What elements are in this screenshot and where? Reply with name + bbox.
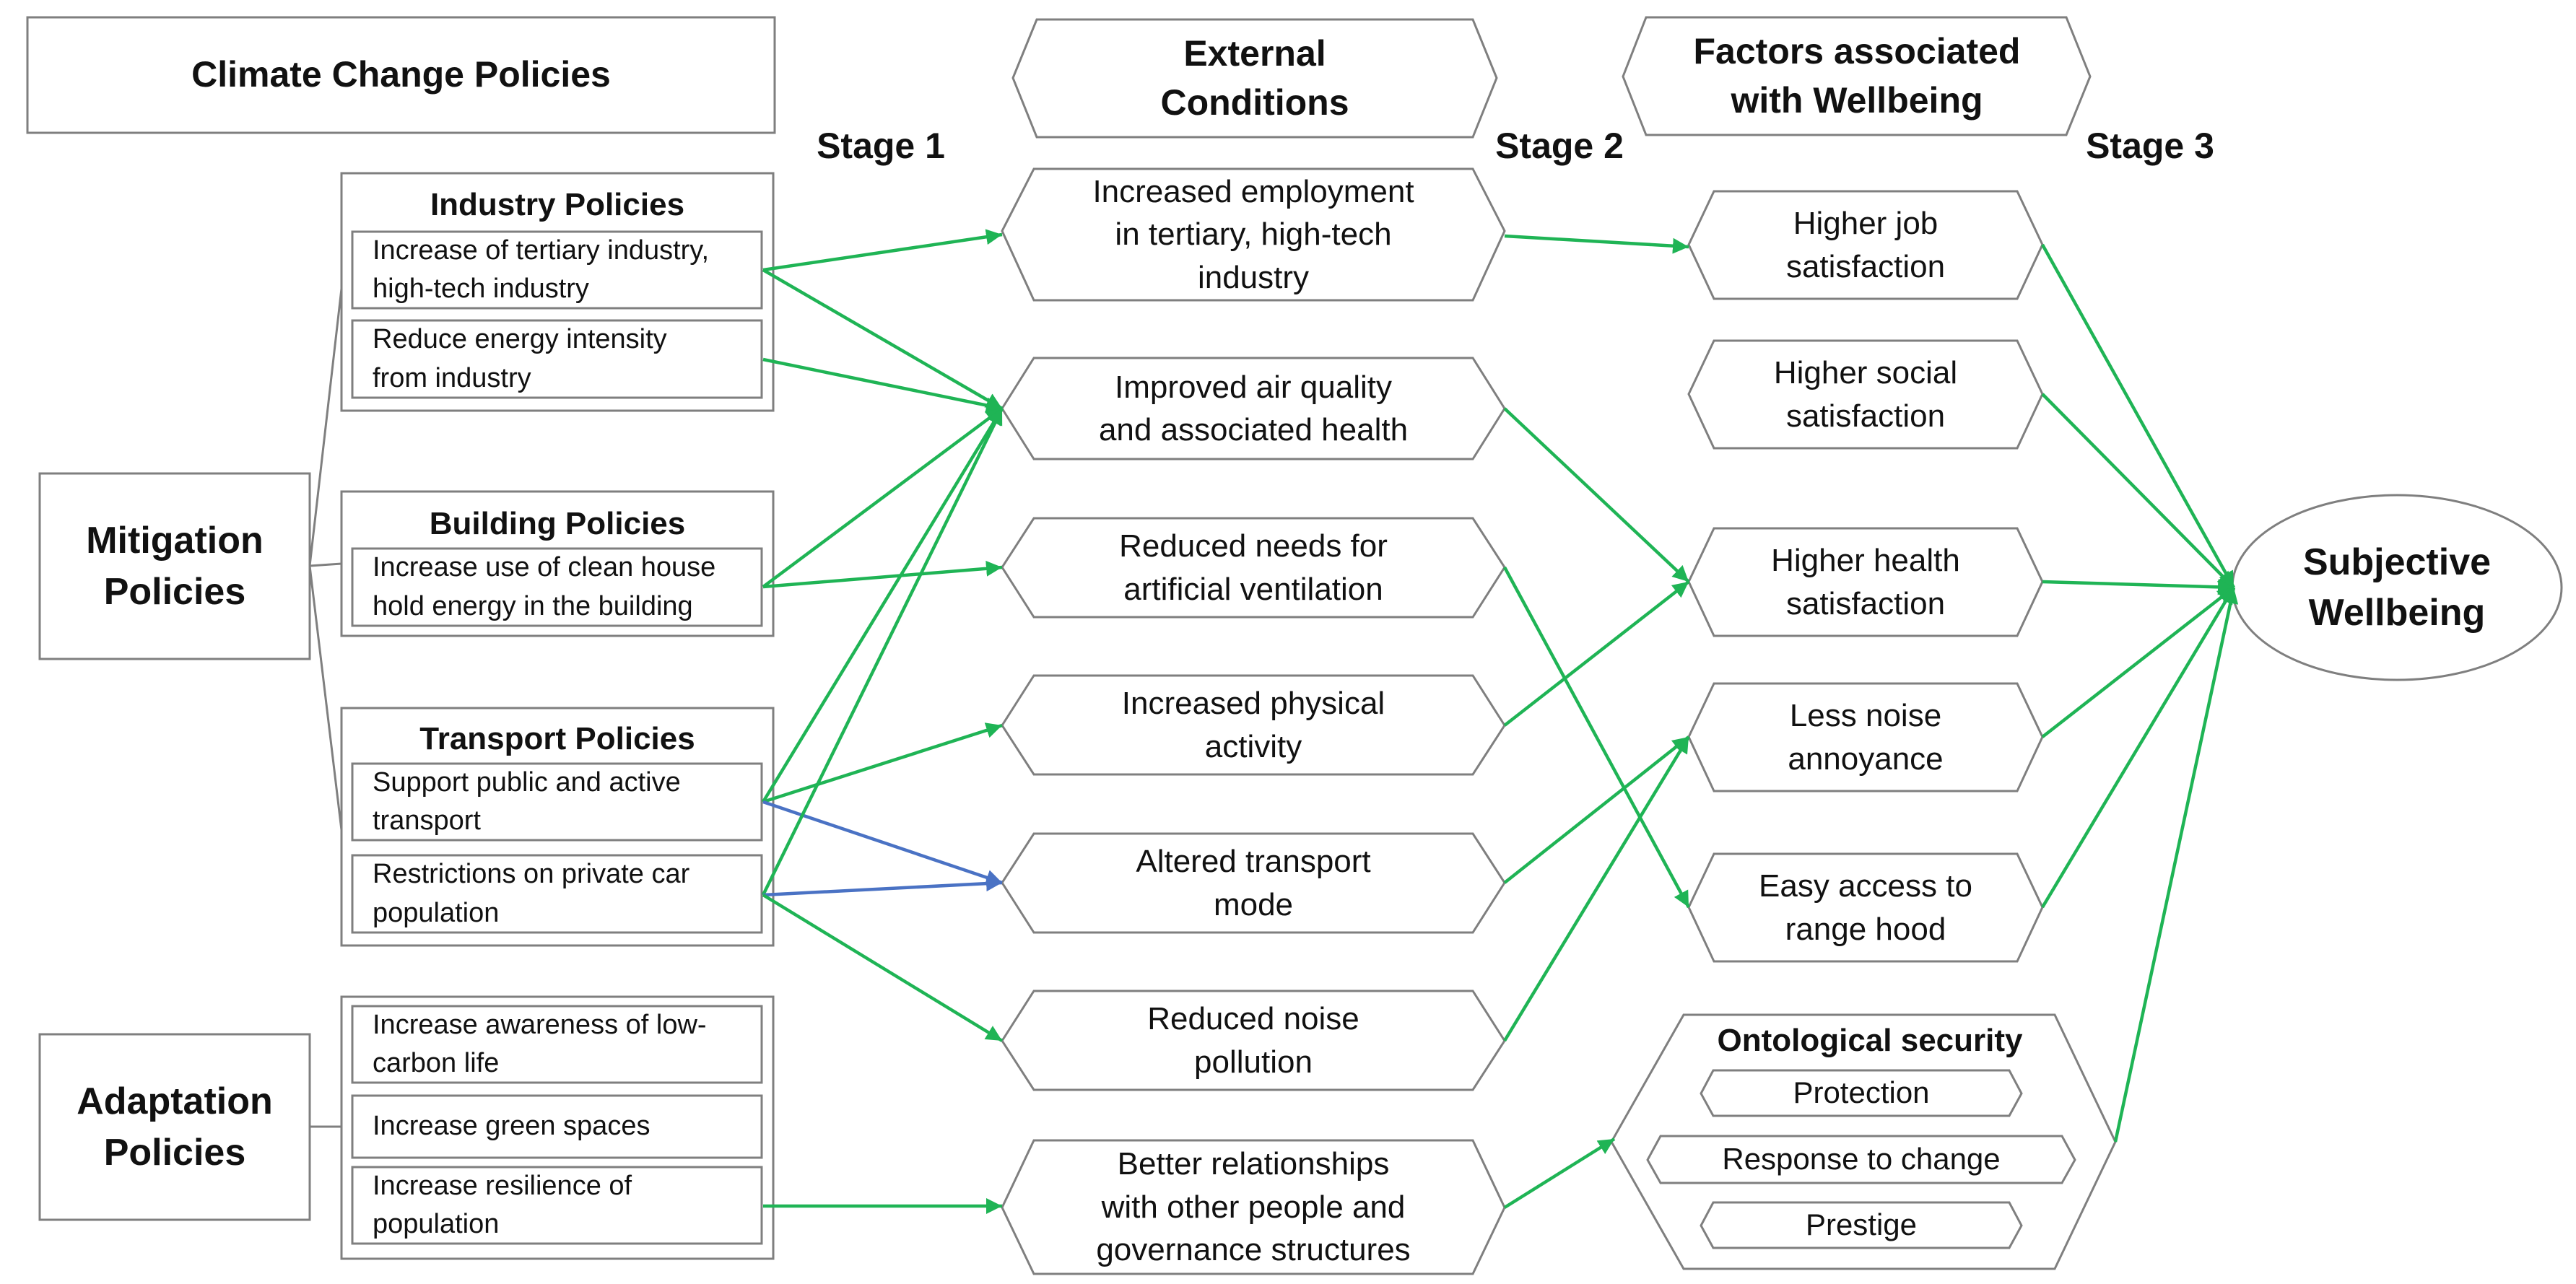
policy-resilience-label: Increase resilience of population bbox=[373, 1170, 632, 1239]
factor-job-hexagon bbox=[1687, 190, 2044, 300]
policy-awareness-box bbox=[351, 1005, 763, 1084]
factor-social-label: Higher social satisfaction bbox=[1773, 355, 1958, 434]
arrow-ontological-wellbeing bbox=[2113, 587, 2239, 1143]
factor-job-label: Higher job satisfaction bbox=[1785, 206, 1946, 284]
arrow-noise-lessnoise bbox=[1503, 735, 1690, 1042]
arrow-social-wellbeing bbox=[2041, 393, 2235, 589]
factors-header-hexagon bbox=[1622, 16, 2092, 136]
policy-green-box bbox=[351, 1094, 763, 1159]
arrow-air-health bbox=[1503, 407, 1690, 583]
arrow-lessnoise-wellbeing bbox=[2041, 586, 2235, 738]
ontological-protection-label: Protection bbox=[1793, 1075, 1930, 1110]
condition-employment-hexagon bbox=[1001, 167, 1506, 302]
policy-energy-label: Reduce energy intensity from industry bbox=[373, 324, 667, 393]
building-group-title: Building Policies bbox=[429, 506, 686, 542]
policy-car-box bbox=[351, 854, 763, 934]
policy-resilience-box bbox=[351, 1166, 763, 1245]
condition-employment-label: Increased employment in tertiary, high-t… bbox=[1092, 173, 1414, 295]
arrow-public-transport bbox=[762, 800, 1003, 886]
condition-air-label: Improved air quality and associated heal… bbox=[1098, 369, 1409, 447]
arrow-tertiary-air bbox=[762, 268, 1004, 410]
condition-physical-label: Increased physical activity bbox=[1121, 686, 1385, 764]
ontological-prestige-hexagon bbox=[1700, 1201, 2023, 1249]
arrow-public-air bbox=[762, 407, 1004, 803]
arrow-employment-job bbox=[1504, 234, 1689, 254]
arrow-energy-air bbox=[762, 357, 1003, 414]
ontological-response-hexagon bbox=[1646, 1135, 2076, 1184]
policy-tertiary-label: Increase of tertiary industry, high-tech… bbox=[373, 235, 710, 304]
policy-awareness-label: Increase awareness of low- carbon life bbox=[373, 1009, 707, 1078]
policy-clean-energy-box bbox=[351, 547, 763, 627]
condition-ventilation-label: Reduced needs for artificial ventilation bbox=[1119, 528, 1388, 607]
ontological-response-label: Response to change bbox=[1722, 1142, 2001, 1176]
policy-public-transport-label: Support public and active transport bbox=[373, 767, 681, 836]
mitigation-box bbox=[38, 472, 311, 660]
external-header-hexagon bbox=[1011, 18, 1498, 139]
arrow-transport-noise bbox=[1503, 735, 1690, 884]
category-connectors bbox=[308, 288, 343, 1128]
policy-tertiary-box bbox=[351, 230, 763, 310]
factor-social-hexagon bbox=[1687, 339, 2044, 450]
arrow-job-wellbeing bbox=[2041, 243, 2235, 589]
arrow-car-air bbox=[761, 408, 1004, 896]
factor-noise-label: Less noise annoyance bbox=[1788, 698, 1944, 777]
arrow-car-transport bbox=[762, 875, 1003, 897]
arrow-car-noise bbox=[762, 894, 1004, 1042]
arrow-clean-ventilation bbox=[762, 560, 1003, 589]
factor-rangehood-label: Easy access to range hood bbox=[1759, 868, 1972, 947]
ontological-protection-hexagon bbox=[1700, 1069, 2023, 1117]
condition-noise-label: Reduced noise pollution bbox=[1147, 1001, 1359, 1080]
policy-clean-energy-label: Increase use of clean house hold energy … bbox=[373, 552, 716, 621]
policy-public-transport-box bbox=[351, 762, 763, 842]
arrow-tertiary-employment bbox=[762, 229, 1003, 272]
policy-energy-box bbox=[351, 319, 763, 399]
policy-car-label: Restrictions on private car population bbox=[373, 859, 690, 928]
condition-relationships-label: Better relationships with other people a… bbox=[1096, 1146, 1411, 1268]
arrow-ventilation-rangehood bbox=[1503, 566, 1690, 909]
arrow-physical-health bbox=[1503, 580, 1690, 727]
arrow-relationships-ontological bbox=[1503, 1137, 1616, 1209]
policies-header-box bbox=[26, 16, 776, 134]
policy-green-label: Increase green spaces bbox=[373, 1111, 650, 1142]
arrow-rangehood-wellbeing bbox=[2041, 586, 2235, 909]
subjective-wellbeing-label: Subjective Wellbeing bbox=[2302, 541, 2492, 634]
ontological-title: Ontological security bbox=[1717, 1023, 2023, 1059]
arrow-health-wellbeing bbox=[2042, 579, 2235, 595]
industry-group-title: Industry Policies bbox=[430, 187, 685, 223]
stage3-label: Stage 3 bbox=[2086, 126, 2214, 167]
mitigation-label: Mitigation Policies bbox=[86, 520, 264, 613]
stage2-label: Stage 2 bbox=[1495, 126, 1624, 167]
policies-header-title: Climate Change Policies bbox=[191, 54, 611, 95]
external-header-title: External Conditions bbox=[1160, 33, 1349, 123]
adaptation-label: Adaptation Policies bbox=[77, 1080, 273, 1174]
ontological-prestige-label: Prestige bbox=[1805, 1207, 1918, 1242]
factor-health-label: Higher health satisfaction bbox=[1771, 543, 1960, 621]
arrow-clean-air bbox=[762, 407, 1004, 588]
transport-group-title: Transport Policies bbox=[419, 721, 695, 757]
condition-transport-label: Altered transport mode bbox=[1136, 844, 1371, 922]
arrow-public-physical bbox=[762, 722, 1003, 804]
factors-header-title: Factors associated with Wellbeing bbox=[1693, 31, 2021, 121]
stage1-label: Stage 1 bbox=[817, 126, 945, 167]
